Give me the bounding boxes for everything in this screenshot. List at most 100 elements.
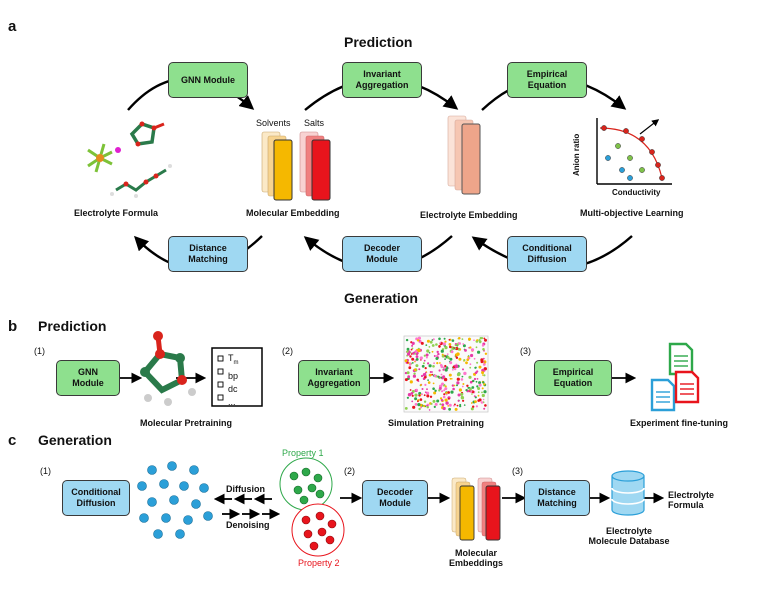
simulation-particle [460, 392, 464, 396]
simulation-particle [433, 405, 436, 408]
solvents-label: Solvents [256, 118, 291, 128]
simulation-particle [425, 344, 428, 346]
simulation-particle [430, 402, 433, 405]
distance-matching-box[interactable]: Distance Matching [168, 236, 248, 272]
step-c1-number: (1) [40, 466, 51, 476]
simulation-particle [443, 377, 448, 382]
simulation-particle [475, 380, 478, 383]
simulation-particle [457, 393, 461, 397]
simulation-particle [435, 343, 438, 346]
simulation-particle [470, 407, 474, 411]
gnn-module-box[interactable]: GNN Module [168, 62, 248, 98]
simulation-particle [444, 387, 448, 391]
step-c3-number: (3) [512, 466, 523, 476]
simulation-particle [416, 339, 420, 342]
simulation-particle [483, 337, 486, 340]
simulation-particle [433, 362, 435, 365]
simulation-particle [448, 403, 452, 407]
panel-b-title: Prediction [38, 318, 107, 334]
empirical-equation-box[interactable]: Empirical Equation [534, 360, 612, 396]
simulation-particle [447, 397, 450, 400]
simulation-particle [418, 368, 421, 371]
simulation-particle [467, 356, 470, 358]
simulation-particle [474, 371, 478, 375]
simulation-particle [421, 388, 424, 390]
simulation-particle [417, 349, 421, 353]
simulation-particle [443, 337, 446, 340]
decoder-module-box[interactable]: Decoder Module [342, 236, 422, 272]
electrolyte-embedding-stack [447, 115, 481, 195]
simulation-particle [420, 374, 424, 378]
checklist-item: dc [228, 383, 238, 394]
simulation-particle [425, 356, 428, 359]
simulation-particle [413, 372, 416, 375]
database-icon [611, 470, 645, 516]
salt-embedding-stack [299, 131, 331, 201]
simulation-particle [411, 362, 414, 364]
invariant-aggregation-box[interactable]: Invariant Aggregation [342, 62, 422, 98]
simulation-particle [462, 383, 465, 385]
simulation-particle [462, 399, 465, 402]
simulation-particle [417, 380, 420, 382]
diffusion-label: Diffusion [226, 484, 265, 494]
checklist-item: ... [228, 396, 236, 407]
simulation-particle [476, 339, 479, 342]
simulation-particle [477, 387, 481, 390]
simulation-particle [436, 362, 439, 365]
simulation-particle [423, 354, 426, 357]
simulation-particle [440, 376, 443, 379]
simulation-particle [415, 388, 419, 392]
simulation-particle [436, 350, 439, 354]
simulation-particle [472, 405, 475, 408]
distance-matching-box[interactable]: Distance Matching [524, 480, 590, 516]
simulation-particle [420, 393, 423, 396]
simulation-particle [408, 366, 412, 370]
simulation-particle [461, 375, 464, 378]
simulation-particle [458, 337, 461, 340]
simulation-particle [432, 399, 436, 403]
simulation-particle [473, 339, 475, 342]
simulation-particle [483, 367, 487, 371]
simulation-particle [418, 407, 421, 411]
empirical-equation-box[interactable]: Empirical Equation [507, 62, 587, 98]
simulation-particle [443, 389, 446, 392]
conditional-diffusion-box[interactable]: Conditional Diffusion [507, 236, 587, 272]
simulation-particle [428, 373, 432, 377]
simulation-particle [481, 371, 485, 375]
simulation-particle [409, 389, 412, 391]
simulation-particle [477, 391, 480, 394]
simulation-particle [438, 345, 441, 348]
simulation-particle [472, 379, 475, 383]
simulation-particle [415, 358, 419, 361]
simulation-particle [417, 336, 421, 340]
simulation-particle [440, 399, 444, 402]
simulation-particle [466, 358, 470, 362]
checklist-item: bp [228, 370, 239, 381]
molecular-embeddings-label: Molecular Embeddings [448, 548, 503, 568]
simulation-particle [476, 385, 479, 388]
invariant-aggregation-box[interactable]: Invariant Aggregation [298, 360, 370, 396]
simulation-particle [484, 352, 488, 355]
simulation-particle [447, 405, 450, 407]
simulation-particle [476, 361, 479, 364]
step-b1-number: (1) [34, 346, 45, 356]
simulation-particle [415, 355, 419, 358]
simulation-particle [426, 404, 428, 407]
simulation-particle [411, 394, 414, 397]
gnn-module-box[interactable]: GNN Module [56, 360, 120, 396]
simulation-particle [411, 344, 414, 347]
simulation-particle [481, 393, 485, 398]
simulation-particle [483, 407, 486, 410]
simulation-particle [468, 390, 471, 392]
simulation-particle [423, 394, 426, 397]
conditional-diffusion-box[interactable]: Conditional Diffusion [62, 480, 130, 516]
molecule-icon [140, 331, 196, 406]
decoder-module-box[interactable]: Decoder Module [362, 480, 428, 516]
simulation-particle [456, 384, 458, 387]
simulation-particle [478, 340, 482, 343]
simulation-particle [461, 338, 464, 340]
generation-title: Generation [344, 290, 418, 306]
stage-molecular-embedding: Molecular Embedding [246, 208, 340, 218]
simulation-particle [483, 390, 487, 394]
